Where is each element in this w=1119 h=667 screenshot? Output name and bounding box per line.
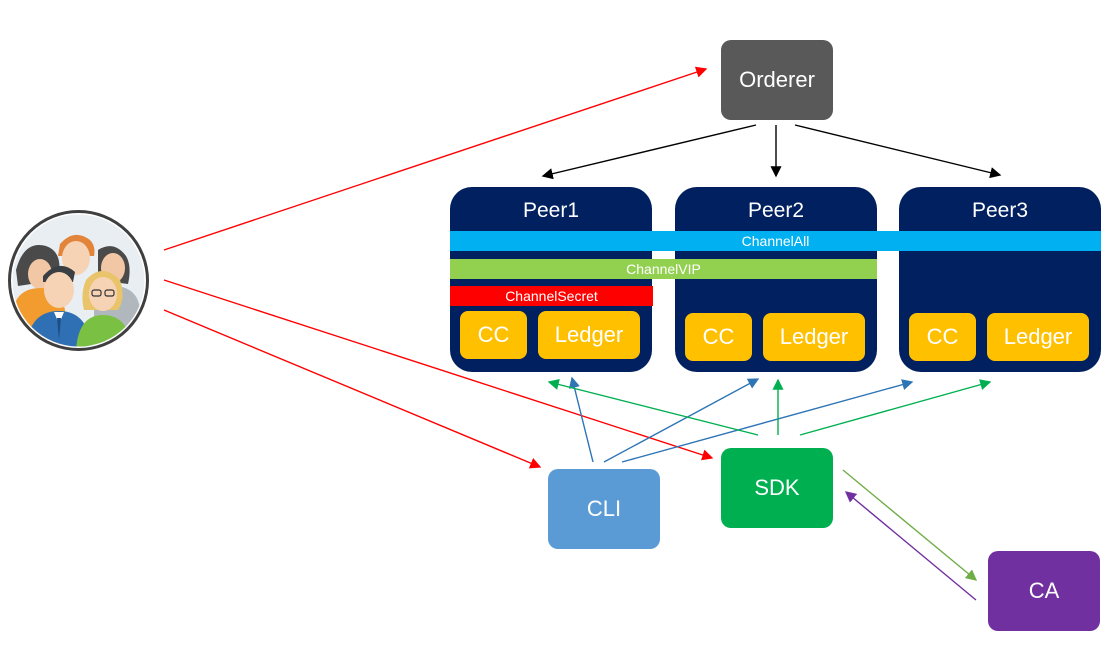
sdk-node[interactable]: SDK [721, 448, 833, 528]
ca-node[interactable]: CA [988, 551, 1100, 631]
peer1-cc[interactable]: CC [460, 311, 527, 359]
channel-all-bar[interactable]: ChannelAll [450, 231, 1101, 251]
orderer-node[interactable]: Orderer [721, 40, 833, 120]
orderer-label: Orderer [739, 67, 815, 92]
peer3-title: Peer3 [971, 199, 1029, 222]
peer3-ledger[interactable]: Ledger [987, 313, 1089, 361]
peer1-ledger[interactable]: Ledger [538, 311, 640, 359]
peer2-ledger[interactable]: Ledger [763, 313, 865, 361]
arrow-orderer-peer3 [794, 124, 1002, 179]
channel-secret-bar[interactable]: ChannelSecret [450, 286, 653, 306]
channel-vip-bar[interactable]: ChannelVIP [450, 259, 877, 279]
arrow-cli-peer3 [621, 379, 914, 463]
sdk-label: SDK [754, 475, 800, 500]
arrow-users-cli [163, 309, 542, 469]
arrow-sdk-peer1 [547, 378, 759, 436]
peer2-cc[interactable]: CC [685, 313, 752, 361]
peer2-title: Peer2 [747, 199, 805, 222]
peer2-node[interactable]: Peer2 CC Ledger [675, 187, 877, 372]
peer3-cc[interactable]: CC [909, 313, 976, 361]
arrow-sdk-ca [842, 469, 978, 581]
peer1-node[interactable]: Peer1 CC Ledger [450, 187, 652, 372]
peer3-node[interactable]: Peer3 CC Ledger [899, 187, 1101, 372]
arrow-cli-peer2 [603, 378, 760, 463]
arrow-ca-sdk [844, 491, 977, 601]
peer1-title: Peer1 [522, 199, 580, 222]
arrow-users-sdk [163, 279, 714, 461]
user-group-icon [8, 210, 149, 351]
arrow-users-orderer [163, 66, 708, 251]
users-avatar-group [8, 210, 149, 351]
arrow-orderer-peer1 [541, 124, 757, 180]
cli-label: CLI [586, 496, 622, 521]
arrow-cli-peer1 [568, 376, 594, 463]
cli-node[interactable]: CLI [548, 469, 660, 549]
ca-label: CA [1028, 578, 1060, 603]
arrow-sdk-peer3 [799, 379, 992, 436]
